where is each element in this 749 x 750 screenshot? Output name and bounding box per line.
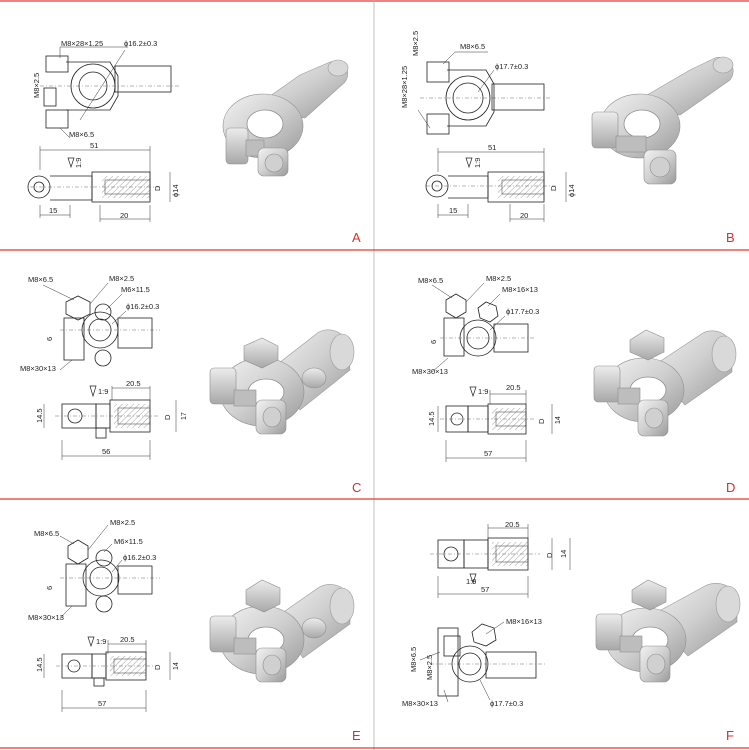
- panel-f-terminal-image: [595, 579, 741, 683]
- panel-b-side-view: [425, 148, 567, 222]
- panel-d-bore-len: 20.5: [506, 383, 521, 392]
- panel-e-bolt: M8×30×13: [28, 613, 64, 622]
- panel-f-side-view: [430, 524, 571, 598]
- panel-a-bore-d: D: [153, 185, 162, 191]
- panel-c-length: 56: [102, 447, 110, 456]
- panel-a-terminal-image: [222, 59, 349, 177]
- panel-b-side-thread: M8×2.5: [411, 31, 420, 56]
- panel-a: M8×28×1.25 ϕ16.2±0.3 M8×2.5 M8×6.5 51: [27, 39, 361, 245]
- panel-c-side-view: [43, 385, 177, 460]
- panel-b-left-len: 15: [449, 206, 457, 215]
- panel-f-bore-len: 20.5: [505, 520, 520, 529]
- panel-f-side-thread: M8×2.5: [425, 655, 434, 680]
- panel-c-bolt: M8×30×13: [20, 364, 56, 373]
- panel-d-top-view: [431, 282, 536, 373]
- panel-d-terminal-image: [593, 329, 737, 437]
- panel-d-letter: D: [726, 480, 735, 495]
- panel-d-height: 14.5: [427, 411, 436, 426]
- panel-a-taper: 1:9: [74, 158, 83, 168]
- panel-a-side-thread: M8×2.5: [32, 73, 41, 98]
- panel-f-letter: F: [726, 728, 734, 743]
- panel-c-dia: 17: [181, 412, 188, 420]
- panel-f-bolt: M8×30×13: [402, 699, 438, 708]
- panel-c-side-thread: M8×2.5: [109, 274, 134, 283]
- panel-f-length: 57: [481, 585, 489, 594]
- panel-c-bore: ϕ16.2±0.3: [126, 302, 159, 311]
- panel-e-bore-d: D: [153, 664, 162, 670]
- panel-c-top-view: [42, 282, 160, 371]
- panel-b-bore-d: D: [549, 185, 558, 191]
- panel-d: M8×6.5 M8×2.5 M8×16×13 ϕ17.7±0.3 6 M8×30…: [412, 274, 737, 495]
- panel-e-stud: M6×11.5: [114, 537, 143, 546]
- panel-e-bore-len: 20.5: [120, 635, 135, 644]
- panel-e-taper: 1:9: [96, 637, 106, 646]
- panel-b-top-view: [417, 51, 552, 135]
- panel-f-bore: ϕ17.7±0.3: [490, 699, 523, 708]
- panel-d-side-view: [437, 386, 553, 462]
- panel-b-letter: B: [726, 230, 735, 245]
- panel-d-nut: M8×6.5: [418, 276, 443, 285]
- panel-e-nut: M8×6.5: [34, 529, 59, 538]
- panel-c-width: 6: [45, 337, 54, 341]
- panel-c: M8×6.5 M8×2.5 M6×11.5 ϕ16.2±0.3 6 M8×30×…: [20, 274, 361, 495]
- panel-a-bore-len: 20: [120, 211, 128, 220]
- panel-f-stud: M8×16×13: [506, 617, 542, 626]
- panel-f-taper: 1:9: [466, 577, 476, 586]
- panel-c-nut: M8×6.5: [28, 275, 53, 284]
- panel-c-taper: 1:9: [98, 387, 108, 396]
- panel-b-terminal-image: [591, 56, 734, 185]
- panel-f-nut: M8×6.5: [409, 647, 418, 672]
- panel-b-bore: ϕ17.7±0.3: [495, 62, 528, 71]
- panel-a-top-view: [40, 46, 180, 139]
- panel-d-side-thread: M8×2.5: [486, 274, 511, 283]
- panel-a-bore: ϕ16.2±0.3: [124, 39, 157, 48]
- panel-c-bore-len: 20.5: [126, 379, 141, 388]
- panel-d-stud: M8×16×13: [502, 285, 538, 294]
- panel-a-nut: M8×6.5: [69, 130, 94, 139]
- panel-b-dia: ϕ14: [567, 184, 576, 197]
- panel-e: M8×2.5 M8×6.5 M6×11.5 ϕ16.2±0.3 6 M8×30×…: [28, 518, 361, 743]
- panel-e-terminal-image: [209, 579, 355, 683]
- panel-a-letter: A: [352, 230, 361, 245]
- panel-b-bolt-thread: M8×28×1.25: [400, 66, 409, 108]
- panel-d-bore-d: D: [537, 418, 546, 424]
- panel-d-taper: 1:9: [478, 387, 488, 396]
- panel-e-side-thread: M8×2.5: [110, 518, 135, 527]
- panel-c-letter: C: [352, 480, 361, 495]
- panel-c-height: 14.5: [35, 408, 44, 423]
- panel-d-dia: 14: [555, 416, 562, 424]
- panel-b: M8×2.5 M8×6.5 ϕ17.7±0.3 M8×28×1.25 51 1:…: [400, 31, 735, 245]
- panel-e-dia: 14: [173, 662, 180, 670]
- panel-c-bore-d: D: [163, 414, 172, 420]
- panel-f-bore-d: D: [545, 552, 554, 558]
- panel-d-width: 6: [429, 340, 438, 344]
- panel-a-side-view: [27, 146, 171, 222]
- panel-d-bore: ϕ17.7±0.3: [506, 307, 539, 316]
- panel-a-length: 51: [90, 141, 98, 150]
- panel-f-dia: 14: [559, 550, 568, 558]
- panel-d-bolt: M8×30×13: [412, 367, 448, 376]
- panel-a-left-len: 15: [49, 206, 57, 215]
- panel-b-bore-len: 20: [520, 211, 528, 220]
- panel-e-length: 57: [98, 699, 106, 708]
- panel-e-height: 14.5: [35, 657, 44, 672]
- panel-e-letter: E: [352, 728, 361, 743]
- panel-a-bolt-thread: M8×28×1.25: [61, 39, 103, 48]
- panel-b-length: 51: [488, 143, 496, 152]
- panel-c-stud: M6×11.5: [121, 285, 150, 294]
- panel-e-top-view: [59, 524, 160, 619]
- panel-e-width: 6: [45, 586, 54, 590]
- panel-a-dia: ϕ14: [171, 184, 180, 197]
- panel-c-terminal-image: [209, 329, 355, 435]
- panel-f-top-view: [419, 621, 546, 703]
- panel-b-nut: M8×6.5: [460, 42, 485, 51]
- panel-f: 20.5 D 14 1:9 57 M8×16×13 M8×6.5 M8×2.5 …: [402, 520, 741, 743]
- panel-d-length: 57: [484, 449, 492, 458]
- panel-b-taper: 1:9: [473, 158, 482, 168]
- panel-e-bore: ϕ16.2±0.3: [123, 553, 156, 562]
- panel-e-side-view: [43, 636, 171, 712]
